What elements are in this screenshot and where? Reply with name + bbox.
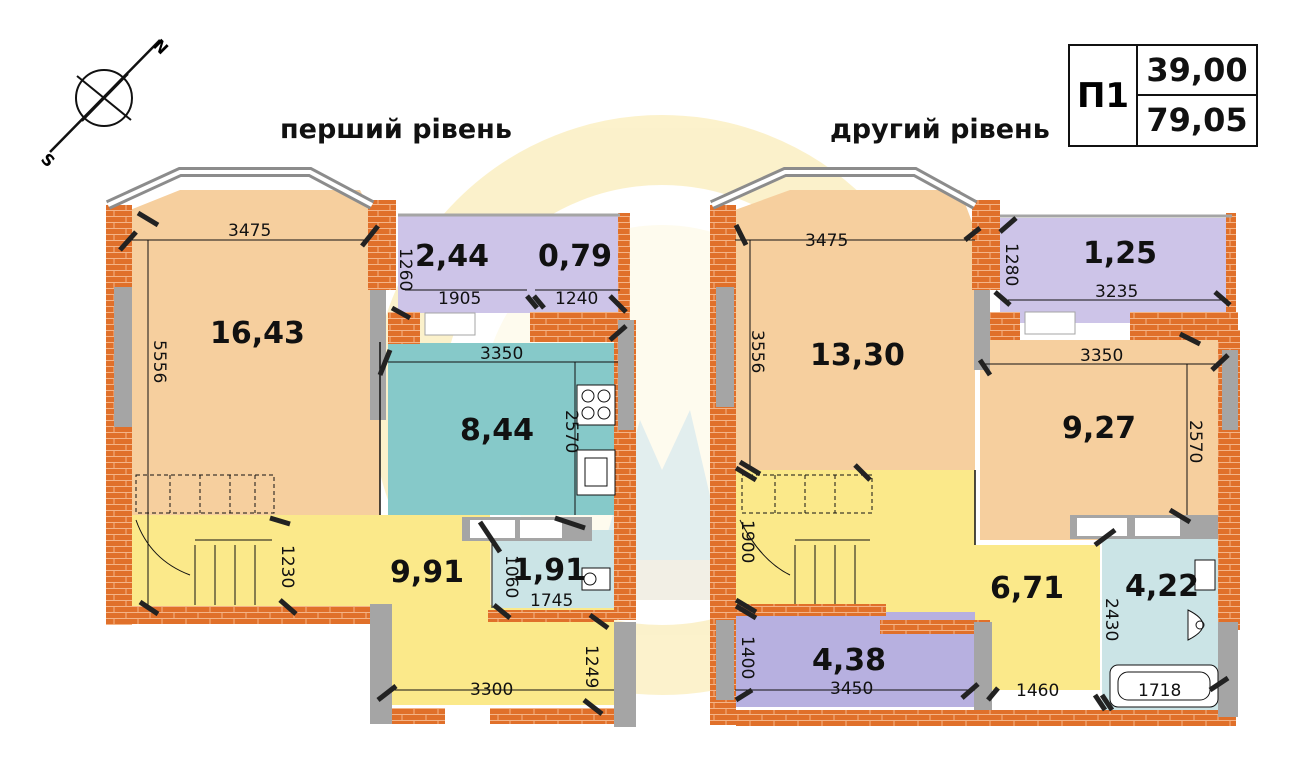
wall-corridor-bottom [490,708,615,724]
wall-mid-2 [736,604,886,616]
balcony-floor [398,215,620,313]
stairs-2 [739,474,873,605]
stove-icon [576,384,616,426]
wall-room-right [368,200,396,290]
area-room-2: 13,30 [810,338,905,373]
dim-room-length-2: 3556 [747,330,767,373]
window-bedroom [1222,350,1238,430]
washbasin-icon [1187,609,1205,641]
room-floor [130,190,380,515]
bedroom-floor [980,340,1218,540]
dim-bath-width: 1745 [530,591,573,611]
area-hall: 9,91 [390,555,464,590]
dim-balcony-right-width: 1240 [555,289,598,309]
area-kitchen: 8,44 [460,413,534,448]
window-left [114,287,132,427]
dim-corridor-depth: 1249 [581,645,601,688]
dim-bedroom-width: 3350 [1080,346,1123,366]
toilet-icon [581,567,611,591]
sink-icon [576,449,616,496]
dim-hall-depth: 1230 [277,545,297,588]
dim-balcony-left-width: 1905 [438,289,481,309]
area-bath: 1,91 [512,553,586,588]
window-corridor-left [370,604,392,724]
first-level-plan: 16,43 2,44 0,79 8,44 9,91 1,91 3475 5556… [105,167,636,727]
dim-balcony-depth-2: 1280 [1001,243,1021,286]
dim-room-width: 3475 [228,221,271,241]
wall-bottom [106,606,388,624]
door-marks [118,210,628,716]
area-bedroom: 9,27 [1062,411,1136,446]
bathtub-icon [1109,664,1219,708]
first-level-title: перший рівень [280,114,512,145]
window-room-right-2 [974,290,990,370]
apartment-code: П1 [1070,46,1138,145]
compass-south: S [37,149,59,171]
dim-bedroom-length: 2570 [1185,420,1205,463]
door-marks-2 [733,216,1232,712]
dim-bath-depth: 1060 [501,555,521,598]
dim-bottom-room-depth: 1400 [737,636,757,679]
second-level-title: другий рівень [830,114,1050,145]
dim-stair-depth: 1900 [737,520,757,563]
wall-balcony-right-2 [1226,213,1236,313]
dim-bottom-room-width: 3450 [830,679,873,699]
window-left-2b [716,620,734,700]
dim-bath-width-2: 1718 [1138,681,1181,701]
area-bottom-room: 4,38 [812,643,886,678]
wall-balcony-right [618,213,630,323]
window-left-2 [716,287,734,407]
hall-floor-2b [735,470,1100,690]
wall-bath-top [488,610,614,622]
wall-corridor-bottom-l [390,708,445,724]
room-floor-2 [735,190,975,470]
wall-mid-2b [880,620,990,634]
toilet-icon [1194,559,1216,591]
dim-hall-width: 1460 [1016,681,1059,701]
second-level-plan: 13,30 1,25 9,27 6,71 4,22 4,38 3475 3556… [709,167,1240,726]
window-bottom-mid [974,622,992,710]
compass-icon: N S [37,35,172,171]
hall-floor-2 [130,515,490,608]
area-balcony-left: 2,44 [415,239,489,274]
stairs [135,474,275,605]
wall-top-mid [990,312,1020,340]
dim-room-width-2: 3475 [805,231,848,251]
balcony-floor-2 [1000,218,1230,323]
wall-bottom-2 [736,710,1236,726]
window-room-right [370,290,386,420]
area-room: 16,43 [210,316,305,351]
dim-bath-depth-2: 2430 [1101,598,1121,641]
area-balcony-2: 1,25 [1083,236,1157,271]
window-bath-right [1218,622,1238,717]
window-kitchen [618,320,634,430]
apartment-label: П1 39,00 79,05 [1068,44,1258,147]
window-corridor-right [614,622,636,727]
apartment-area-living: 39,00 [1138,46,1256,96]
dim-kitchen-length: 2570 [561,410,581,453]
area-hall-2: 6,71 [990,571,1064,606]
dim-corridor-width: 3300 [470,680,513,700]
dim-room-length: 5556 [149,340,169,383]
apartment-area-total: 79,05 [1146,101,1248,139]
area-balcony-right: 0,79 [538,239,612,274]
dim-balcony-width-2: 3235 [1095,282,1138,302]
area-bath-2: 4,22 [1125,569,1199,604]
compass-north: N [149,35,172,58]
wall-room-right-2 [972,200,1000,290]
dim-kitchen-width: 3350 [480,344,523,364]
dim-balcony-depth: 1260 [395,248,415,291]
